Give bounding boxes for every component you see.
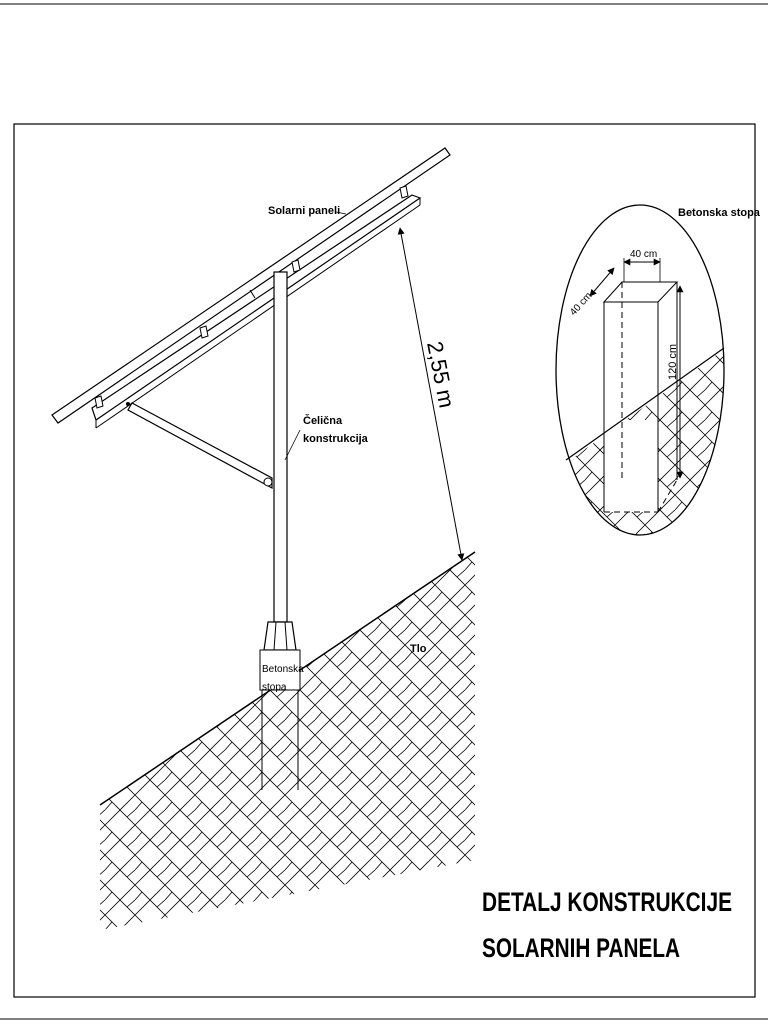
footing-label-line2: stopa	[262, 682, 287, 693]
solar-panels-label: Solarni paneli	[268, 205, 340, 217]
title-block: DETALJ KONSTRUKCIJE SOLARNIH PANELA	[482, 887, 732, 963]
diagonal-brace	[127, 402, 273, 490]
steel-structure-label-line2: konstrukcija	[303, 433, 369, 445]
solar-panels	[51, 147, 451, 429]
post-base-plate	[263, 621, 297, 651]
depth-label: 120 cm	[667, 344, 679, 380]
concrete-footing: Betonska stopa	[259, 649, 304, 790]
footing-top	[259, 649, 301, 691]
ground-soil	[99, 551, 476, 930]
height-dimension: 2,55 m	[397, 227, 465, 561]
footing-label-line1: Betonska	[262, 664, 304, 675]
width-label-top: 40 cm	[630, 249, 657, 260]
panel-label-group: Solarni paneli	[268, 205, 347, 217]
structure-label-group: Čelična konstrukcija	[284, 414, 369, 461]
title-line2: SOLARNIH PANELA	[482, 933, 680, 963]
height-dimension-line	[397, 227, 465, 561]
detail-circle	[555, 204, 725, 536]
support-post	[273, 271, 288, 623]
panel-frame	[91, 194, 422, 421]
drawing-frame	[13, 123, 756, 998]
detail-title: Betonska stopa	[678, 207, 761, 219]
ground-label: Tlo	[410, 643, 427, 655]
detail-ground-line	[565, 347, 725, 461]
panel-top	[51, 147, 451, 424]
title-line1: DETALJ KONSTRUKCIJE	[482, 887, 732, 917]
steel-structure	[127, 271, 297, 651]
steel-structure-label-line1: Čelična	[303, 414, 343, 427]
footing-detail: Betonska stopa 40 cm 40 cm 120 cm	[555, 204, 761, 536]
width-label-side: 40 cm	[568, 290, 594, 318]
